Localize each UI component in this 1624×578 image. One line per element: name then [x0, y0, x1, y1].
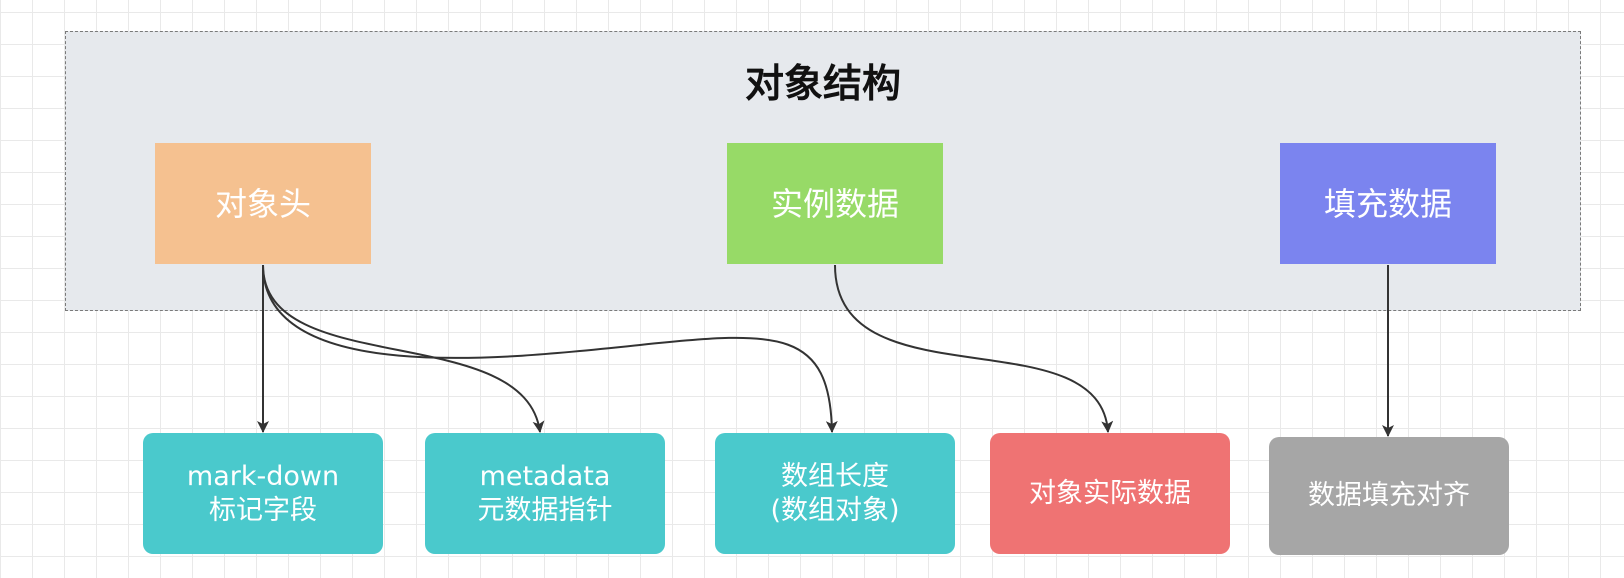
object-actual-data-node[interactable]: 对象实际数据 — [990, 433, 1230, 554]
mark-word-line1: mark-down — [186, 460, 340, 492]
metadata-pointer-line2: 元数据指针 — [477, 494, 613, 526]
mark-word-line2: 标记字段 — [209, 494, 317, 526]
padding-data-label: 填充数据 — [1323, 184, 1452, 223]
array-length-line2: (数组对象) — [770, 494, 900, 526]
padding-data-node[interactable]: 填充数据 — [1280, 143, 1496, 264]
object-header-node[interactable]: 对象头 — [155, 143, 371, 264]
mark-word-node[interactable]: mark-down 标记字段 — [143, 433, 383, 554]
group-title: 对象结构 — [744, 62, 901, 107]
array-length-line1: 数组长度 — [781, 460, 889, 492]
edge-header-to-arrlen — [262, 264, 838, 433]
edge-header-to-meta — [262, 264, 545, 433]
padding-alignment-label: 数据填充对齐 — [1308, 480, 1470, 511]
padding-alignment-node[interactable]: 数据填充对齐 — [1269, 437, 1509, 555]
instance-data-node[interactable]: 实例数据 — [727, 143, 943, 264]
metadata-pointer-node[interactable]: metadata 元数据指针 — [425, 433, 665, 554]
object-actual-data-label: 对象实际数据 — [1029, 477, 1191, 509]
object-header-label: 对象头 — [214, 184, 311, 223]
array-length-node[interactable]: 数组长度 (数组对象) — [715, 433, 955, 554]
edge-instance-to-objdata — [834, 264, 1114, 433]
metadata-pointer-line1: metadata — [479, 460, 611, 492]
instance-data-label: 实例数据 — [770, 184, 899, 223]
